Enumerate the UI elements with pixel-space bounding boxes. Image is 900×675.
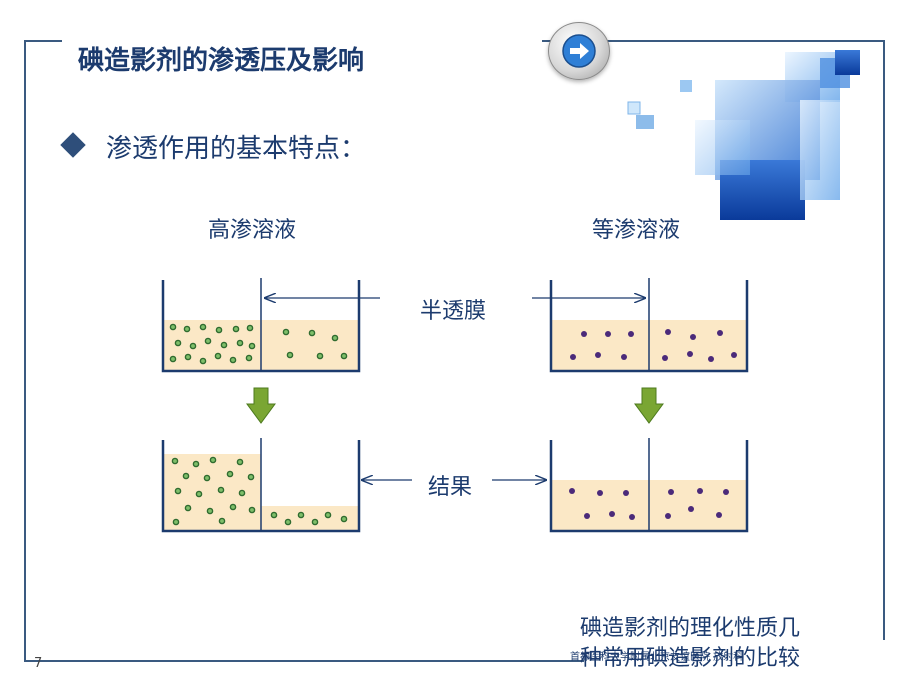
container-hypertonic-before — [161, 278, 361, 373]
container-hypertonic-result — [161, 438, 361, 533]
container-isotonic-result — [549, 438, 749, 533]
right-heading: 等渗溶液 — [592, 218, 681, 243]
arrow-right-icon — [562, 34, 596, 68]
slide-title: 碘造影剂的渗透压及影响 — [78, 46, 365, 76]
left-heading: 高渗溶液 — [208, 218, 297, 243]
down-arrow-left-icon — [246, 387, 276, 424]
bullet-diamond-icon — [60, 132, 86, 158]
membrane-label: 半透膜 — [420, 299, 487, 324]
frame-bottom-line — [24, 660, 584, 662]
down-arrow-right-icon — [634, 387, 664, 424]
footer-line-2: 种常用碘造影剂的比较 — [580, 646, 801, 671]
footer-organization: 首都医科大学附属北京友谊医院 放射科 — [570, 652, 744, 663]
result-label: 结果 — [428, 475, 473, 500]
next-slide-button[interactable] — [548, 22, 610, 80]
footer-line-1: 碘造影剂的理化性质几 — [580, 616, 801, 641]
decorative-cubes — [627, 50, 860, 220]
frame-left-line — [24, 40, 26, 660]
container-isotonic-before — [549, 278, 749, 373]
footer-caption: 碘造影剂的理化性质几 种常用碘造影剂的比较 — [580, 614, 800, 674]
subtitle: 渗透作用的基本特点： — [106, 134, 367, 164]
frame-right-line — [883, 40, 885, 640]
page-number: 7 — [34, 656, 43, 671]
title-bar — [62, 36, 542, 84]
